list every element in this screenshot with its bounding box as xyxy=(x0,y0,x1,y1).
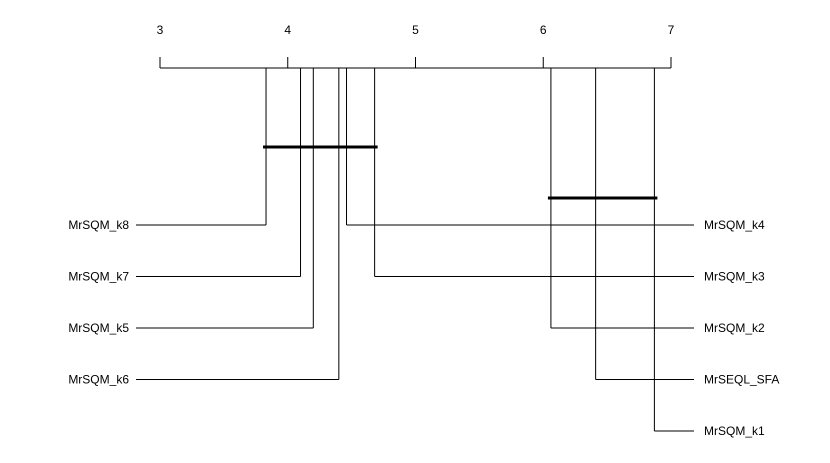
method-MrSQM_k7: MrSQM_k7 xyxy=(68,68,302,284)
method-MrSQM_k5: MrSQM_k5 xyxy=(68,68,314,335)
method-label: MrSQM_k8 xyxy=(68,218,129,232)
method-MrSEQL_SFA: MrSEQL_SFA xyxy=(595,68,779,387)
tick-label: 5 xyxy=(412,23,419,37)
method-MrSQM_k3: MrSQM_k3 xyxy=(374,68,765,284)
method-MrSQM_k4: MrSQM_k4 xyxy=(346,68,765,232)
method-label: MrSQM_k2 xyxy=(704,321,765,335)
method-label: MrSQM_k1 xyxy=(704,424,765,438)
method-MrSQM_k6: MrSQM_k6 xyxy=(68,68,340,387)
method-label: MrSQM_k7 xyxy=(68,270,129,284)
rank-axis: 3 4 5 6 7 xyxy=(157,23,675,69)
method-MrSQM_k8: MrSQM_k8 xyxy=(68,68,267,232)
method-label: MrSQM_k4 xyxy=(704,218,765,232)
cliques xyxy=(263,145,658,200)
method-label: MrSQM_k6 xyxy=(68,373,129,387)
method-MrSQM_k2: MrSQM_k2 xyxy=(550,68,765,335)
tick-label: 6 xyxy=(540,23,547,37)
tick-label: 3 xyxy=(157,23,164,37)
method-MrSQM_k1: MrSQM_k1 xyxy=(653,68,765,438)
method-label: MrSQM_k3 xyxy=(704,270,765,284)
method-label: MrSQM_k5 xyxy=(68,321,129,335)
method-label: MrSEQL_SFA xyxy=(704,373,779,387)
tick-label: 7 xyxy=(668,23,675,37)
tick-label: 4 xyxy=(284,23,291,37)
